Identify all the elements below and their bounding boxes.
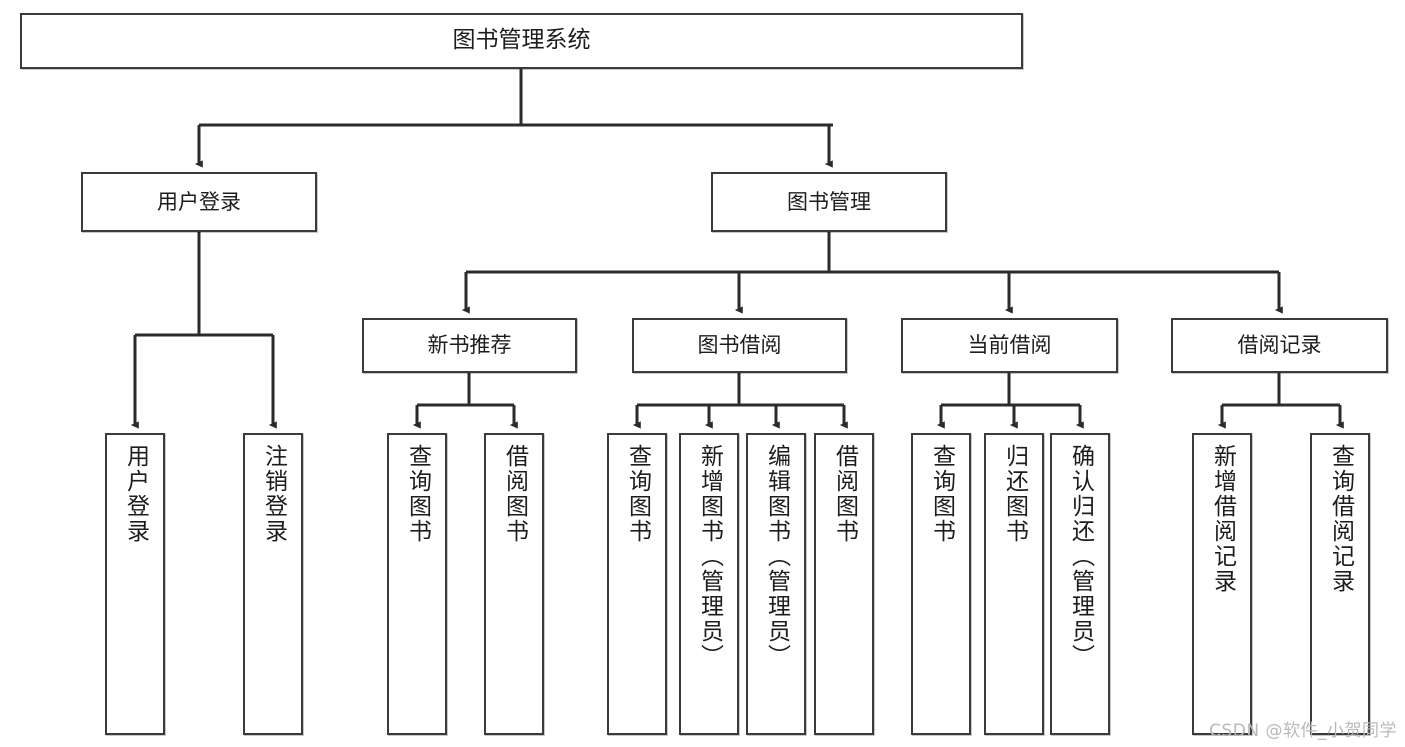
node-current-borrow[interactable]: 当前借阅 xyxy=(901,318,1118,373)
node-leaf-borrow-book-1[interactable]: 借阅图书 xyxy=(484,433,544,735)
node-user-login[interactable]: 用户登录 xyxy=(81,172,317,232)
node-leaf-user-logout[interactable]: 注销登录 xyxy=(243,433,303,735)
node-leaf-edit-book[interactable]: 编辑图书（管理员） xyxy=(746,433,806,735)
node-leaf-return-book[interactable]: 归还图书 xyxy=(984,433,1044,735)
node-current-borrow-label: 当前借阅 xyxy=(967,333,1052,358)
node-new-book-recommend[interactable]: 新书推荐 xyxy=(362,318,577,373)
node-leaf-query-record[interactable]: 查询借阅记录 xyxy=(1310,433,1370,735)
node-leaf-confirm-return[interactable]: 确认归还（管理员） xyxy=(1050,433,1110,735)
node-leaf-query-book-3[interactable]: 查询图书 xyxy=(911,433,971,735)
node-leaf-borrow-book-2-label: 借阅图书 xyxy=(831,444,858,544)
node-leaf-query-book-1-label: 查询图书 xyxy=(404,444,431,544)
node-root-label: 图书管理系统 xyxy=(452,27,591,54)
node-borrow-record-label: 借阅记录 xyxy=(1237,333,1322,358)
node-leaf-query-book-2[interactable]: 查询图书 xyxy=(607,433,667,735)
node-leaf-user-logout-label: 注销登录 xyxy=(260,444,287,544)
node-user-login-label: 用户登录 xyxy=(157,189,241,214)
node-book-borrow[interactable]: 图书借阅 xyxy=(632,318,847,373)
node-leaf-borrow-book-1-label: 借阅图书 xyxy=(501,444,528,544)
node-leaf-add-book[interactable]: 新增图书（管理员） xyxy=(679,433,739,735)
node-leaf-user-login[interactable]: 用户登录 xyxy=(105,433,165,735)
node-leaf-query-book-3-label: 查询图书 xyxy=(928,444,955,544)
node-new-book-recommend-label: 新书推荐 xyxy=(427,333,512,358)
node-leaf-query-book-2-label: 查询图书 xyxy=(624,444,651,544)
node-leaf-query-record-label: 查询借阅记录 xyxy=(1327,444,1354,594)
node-root[interactable]: 图书管理系统 xyxy=(20,13,1023,69)
node-book-borrow-label: 图书借阅 xyxy=(697,333,782,358)
node-book-manage[interactable]: 图书管理 xyxy=(711,172,947,232)
node-leaf-return-book-label: 归还图书 xyxy=(1001,444,1028,544)
node-leaf-user-login-label: 用户登录 xyxy=(122,444,149,544)
node-borrow-record[interactable]: 借阅记录 xyxy=(1171,318,1388,373)
node-book-manage-label: 图书管理 xyxy=(787,189,871,214)
node-leaf-confirm-return-label: 确认归还（管理员） xyxy=(1067,444,1094,669)
node-leaf-query-book-1[interactable]: 查询图书 xyxy=(387,433,447,735)
node-leaf-add-record-label: 新增借阅记录 xyxy=(1209,444,1236,594)
node-leaf-add-record[interactable]: 新增借阅记录 xyxy=(1192,433,1252,735)
csdn-watermark: CSDN @软件_小贺同学 xyxy=(1209,721,1397,741)
node-leaf-add-book-label: 新增图书（管理员） xyxy=(696,444,723,669)
node-leaf-edit-book-label: 编辑图书（管理员） xyxy=(763,444,790,669)
node-leaf-borrow-book-2[interactable]: 借阅图书 xyxy=(814,433,874,735)
